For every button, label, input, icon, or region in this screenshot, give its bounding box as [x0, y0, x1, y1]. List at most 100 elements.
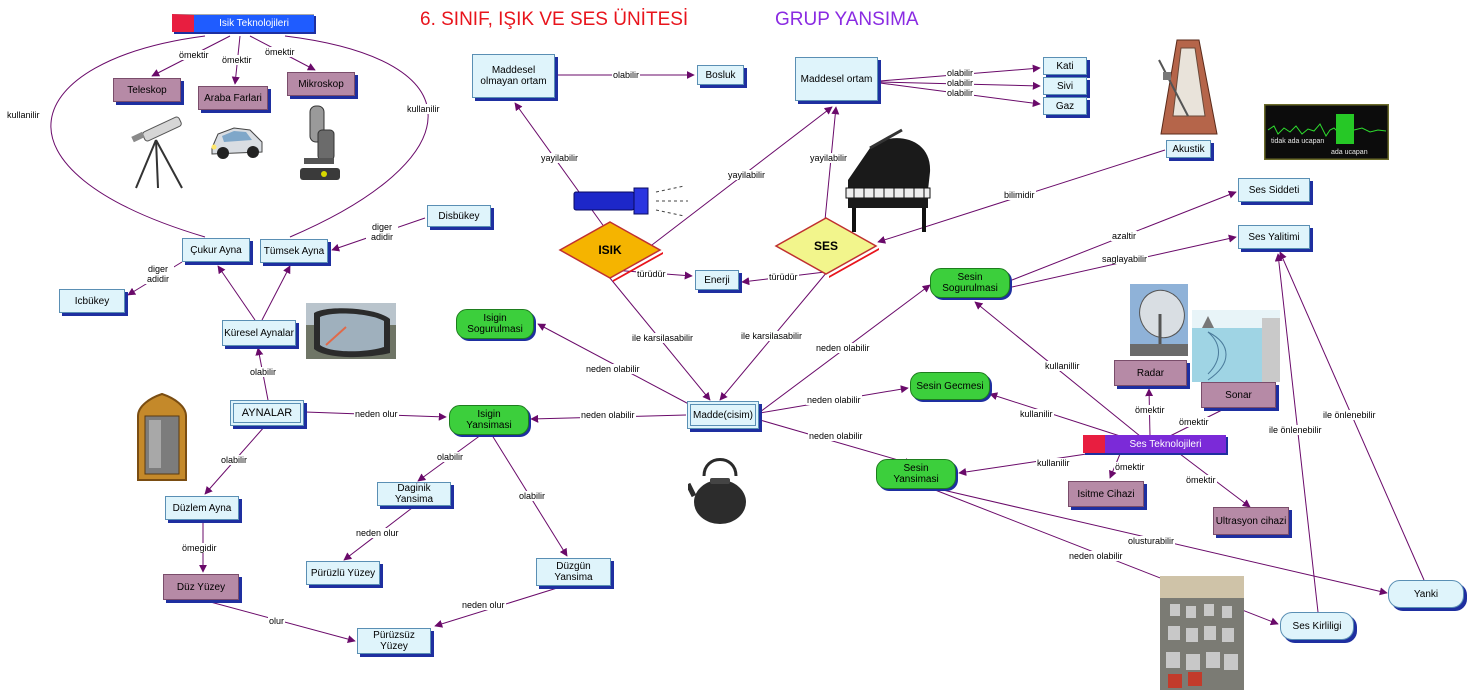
edge-label: bilimidir — [1003, 190, 1036, 200]
edge-label: olabilir — [946, 68, 975, 78]
ornate-mirror-icon — [137, 392, 187, 481]
sonar-node[interactable]: Sonar — [1201, 382, 1276, 408]
edge-label: ömektir — [1134, 405, 1166, 415]
bosluk-node[interactable]: Bosluk — [697, 65, 744, 85]
ses-diamond-shape — [774, 217, 878, 275]
gaz-node[interactable]: Gaz — [1043, 97, 1087, 115]
edge-label: kullanilir — [406, 104, 441, 114]
waveform-caption: ada ucapan — [1331, 149, 1368, 156]
ses-kirliligi-node[interactable]: Ses Kirliligi — [1280, 612, 1354, 640]
edge-label: olabilir — [518, 491, 547, 501]
isigin-yansimasi-node[interactable]: Isigin Yansimasi — [449, 405, 529, 435]
car-mirror-photo — [306, 303, 396, 359]
edge-label: türüdür — [768, 272, 799, 282]
enerji-node[interactable]: Enerji — [695, 270, 739, 290]
edge-label: kullanillir — [1044, 361, 1081, 371]
duzgun-yansima-node[interactable]: Düzgün Yansima — [536, 558, 611, 586]
edge-label: ile önlenebilir — [1322, 410, 1377, 420]
page-title: 6. SINIF, IŞIK VE SES ÜNİTESİ — [420, 9, 689, 30]
sesin-gecmesi-node[interactable]: Sesin Gecmesi — [910, 372, 990, 400]
edge-label: ömektir — [1185, 475, 1217, 485]
sesin-yansimasi-node[interactable]: Sesin Yansimasi — [876, 459, 956, 489]
edge-label: diger adidir — [142, 264, 174, 284]
icbukey-node[interactable]: Icbükey — [59, 289, 125, 313]
duzlem-ayna-node[interactable]: Düzlem Ayna — [165, 496, 239, 520]
edge-label: neden olabilir — [1068, 551, 1124, 561]
aynalar-node[interactable]: AYNALAR — [230, 400, 304, 426]
edge-label: neden olabilir — [815, 343, 871, 353]
edge-label: olabilir — [612, 70, 641, 80]
mikroskop-node[interactable]: Mikroskop — [287, 72, 355, 96]
edge-label: olabilir — [220, 455, 249, 465]
tumsek-ayna-node[interactable]: Tümsek Ayna — [260, 239, 328, 263]
edge-label: yayilabilir — [809, 153, 849, 163]
daginik-yansima-node[interactable]: Daginik Yansima — [377, 482, 451, 506]
isigin-sogurulmasi-node[interactable]: Isigin Sogurulmasi — [456, 309, 534, 339]
edge-label: olusturabilir — [1127, 536, 1176, 546]
car-icon — [211, 127, 263, 159]
edge-label: yayilabilir — [727, 170, 767, 180]
kuresel-aynalar-node[interactable]: Küresel Aynalar — [222, 320, 296, 346]
edge-label: olabilir — [249, 367, 278, 377]
edge-label: ile önlenebilir — [1268, 425, 1323, 435]
edge-label: kullanilir — [6, 110, 41, 120]
teapot-icon — [688, 458, 746, 524]
edge-label: neden olur — [461, 600, 506, 610]
edge-label: neden olur — [355, 528, 400, 538]
ses-siddeti-node[interactable]: Ses Siddeti — [1238, 178, 1310, 202]
edge-label: kullanilir — [1036, 458, 1071, 468]
metronome-icon — [1158, 39, 1218, 135]
sesin-sogurulmasi-node[interactable]: Sesin Sogurulmasi — [930, 268, 1010, 298]
madde-cisim-node[interactable]: Madde(cisim) — [687, 401, 759, 429]
edge-label: ömektir — [1178, 417, 1210, 427]
ses-yalitimi-node[interactable]: Ses Yalitimi — [1238, 225, 1310, 249]
edge-label: diger adidir — [366, 222, 398, 242]
maddesel-ortam-node[interactable]: Maddesel ortam — [795, 57, 878, 101]
edge-label: olabilir — [946, 78, 975, 88]
akustik-node[interactable]: Akustik — [1166, 140, 1211, 158]
cukur-ayna-node[interactable]: Çukur Ayna — [182, 238, 250, 262]
puruzsuz-yuzey-node[interactable]: Pürüzsüz Yüzey — [357, 628, 431, 654]
edge-label: ömektir — [1114, 462, 1146, 472]
traffic-photo — [1160, 576, 1244, 690]
edge-label: olabilir — [436, 452, 465, 462]
teleskop-node[interactable]: Teleskop — [113, 78, 181, 102]
edge-label: ile karsilasabilir — [631, 333, 695, 343]
sivi-node[interactable]: Sivi — [1043, 77, 1087, 95]
group-title: GRUP YANSIMA — [775, 9, 919, 30]
edge-label: ömegidir — [181, 543, 218, 553]
edge-label: olabilir — [946, 88, 975, 98]
puruzlu-yuzey-node[interactable]: Pürüzlü Yüzey — [306, 561, 380, 585]
edge-label: ömektir — [178, 50, 210, 60]
ses-teknolojileri-node[interactable]: Ses Teknolojileri — [1083, 435, 1226, 453]
araba-farlari-node[interactable]: Araba Farlari — [198, 86, 268, 110]
flashlight-icon — [573, 185, 688, 217]
isik-node[interactable]: ISIK — [598, 242, 622, 257]
isik-teknolojileri-node[interactable]: Isik Teknolojileri — [172, 14, 314, 32]
edge-label: azaltir — [1111, 231, 1138, 241]
maddesel-olmayan-ortam-node[interactable]: Maddesel olmayan ortam — [472, 54, 555, 98]
edge-label: ömektir — [221, 55, 253, 65]
sonar-diagram — [1192, 310, 1280, 382]
radar-dish-photo — [1130, 284, 1188, 356]
disbukey-node[interactable]: Disbükey — [427, 205, 491, 227]
piano-icon — [845, 128, 931, 232]
ses-teknolojileri-label: Ses Teknolojileri — [1129, 438, 1202, 450]
edge-label: ömektir — [264, 47, 296, 57]
duz-yuzey-node[interactable]: Düz Yüzey — [163, 574, 239, 600]
isitme-cihazi-node[interactable]: Isitme Cihazi — [1068, 481, 1144, 507]
yanki-node[interactable]: Yanki — [1388, 580, 1464, 608]
edge-label: neden olur — [354, 409, 399, 419]
edge-label: neden olabilir — [806, 395, 862, 405]
edge-label: neden olabilir — [585, 364, 641, 374]
telescope-icon — [131, 116, 183, 189]
waveform-caption: tidak ada ucapan — [1271, 138, 1325, 145]
edge-label: neden olabilir — [808, 431, 864, 441]
kati-node[interactable]: Kati — [1043, 57, 1087, 75]
radar-node[interactable]: Radar — [1114, 360, 1187, 386]
ses-node[interactable]: SES — [813, 238, 838, 253]
edge-label: ile karsilasabilir — [740, 331, 804, 341]
edge-label: türüdür — [636, 269, 667, 279]
edge-label: kullanilir — [1019, 409, 1054, 419]
ultrasyon-cihazi-node[interactable]: Ultrasyon cihazi — [1213, 507, 1289, 535]
